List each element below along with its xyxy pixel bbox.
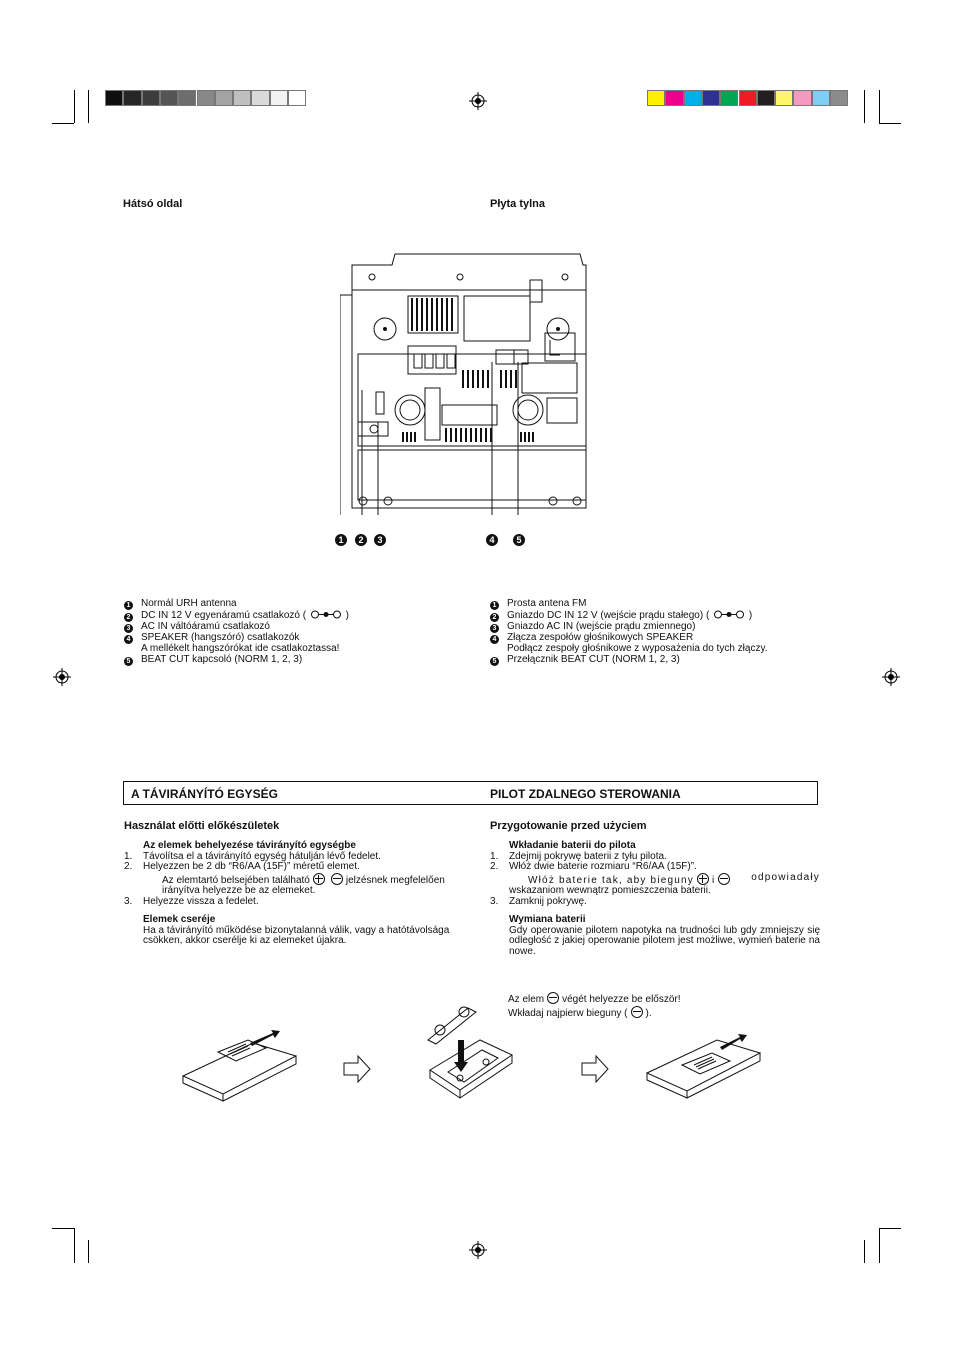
color-swatch: [665, 90, 684, 106]
minus-pole-icon: [630, 1005, 643, 1018]
remote-banner-hu: A TÁVIRÁNYÍTÓ EGYSÉG: [131, 787, 278, 801]
list-item: wskazaniom wewnątrz pomieszczenia bateri…: [509, 885, 711, 896]
color-swatch: [123, 90, 142, 106]
color-swatch: [775, 90, 794, 106]
list-item: 2.Włóż dwie baterie rozmiaru “R6/AA (15F…: [490, 861, 697, 872]
callout-5: 5: [513, 530, 525, 548]
rear-title-hu: Hátsó oldal: [123, 198, 183, 210]
list-item: A mellékelt hangszórókat ide csatlakozta…: [141, 643, 340, 654]
minus-pole-icon: [330, 872, 343, 885]
list-item: Podłącz zespoły głośnikowe z wyposażenia…: [507, 643, 768, 654]
callout-1: 1: [335, 530, 347, 548]
remote-cover-replace-illustration: [645, 1034, 762, 1099]
callout-2: 2: [355, 530, 367, 548]
remote-text-pl: Wkładanie baterii do pilota 1.Zdejmij po…: [490, 840, 820, 957]
remote-cover-remove-illustration: [181, 1030, 298, 1102]
list-item: 1.Távolítsa el a távirányító egység hátu…: [124, 850, 381, 862]
list-item: 3.Zamknij pokrywę.: [490, 895, 587, 907]
dc-polarity-icon: [310, 610, 341, 619]
color-swatch: [756, 90, 776, 106]
remote-heading-hu: Használat előtti előkészületek: [124, 820, 280, 832]
list-item: irányítva helyezze be az elemeket.: [162, 885, 316, 896]
paragraph: Ha a távirányító működése bizonytalanná …: [143, 924, 450, 946]
list-item: 2.Helyezzen be 2 db “R6/AA (15F)” méretű…: [124, 861, 360, 872]
subheading: Elemek cseréje: [143, 914, 216, 925]
arrow-right-icon: [343, 1054, 371, 1084]
color-swatch: [159, 90, 179, 106]
color-swatch: [178, 90, 197, 106]
battery-insert-illustration: [427, 1006, 514, 1099]
dc-polarity-icon: [714, 610, 745, 619]
registration-target-icon: [469, 1241, 487, 1259]
arrow-right-icon: [581, 1054, 609, 1084]
color-swatch: [288, 90, 307, 106]
remote-text-hu: Az elemek behelyezése távirányító egység…: [124, 840, 464, 947]
color-swatch: [269, 90, 288, 106]
color-swatch: [105, 90, 124, 106]
minus-pole-icon: [547, 992, 560, 1004]
color-swatch: [214, 90, 234, 106]
registration-target-icon: [53, 668, 71, 686]
color-swatch: [793, 90, 812, 106]
color-swatch: [701, 90, 721, 106]
subheading: Wkładanie baterii do pilota: [509, 840, 636, 851]
remote-heading-pl: Przygotowanie przed użyciem: [490, 820, 647, 832]
color-swatch: [811, 90, 830, 106]
color-swatch: [647, 90, 666, 106]
color-swatch: [720, 90, 739, 106]
color-swatch: [251, 90, 270, 106]
registration-target-icon: [469, 92, 487, 110]
callout-4: 4: [486, 530, 498, 548]
registration-target-icon: [882, 668, 900, 686]
plus-pole-icon: [312, 872, 325, 885]
rear-title-pl: Płyta tylna: [490, 198, 546, 210]
color-swatch: [738, 90, 757, 106]
color-swatch: [233, 90, 252, 106]
color-swatch: [141, 90, 160, 106]
subheading: Wymiana baterii: [509, 914, 586, 925]
subheading: Az elemek behelyezése távirányító egység…: [143, 840, 356, 851]
callout-3: 3: [374, 530, 386, 548]
paragraph: Gdy operowanie pilotem napotyka na trudn…: [509, 924, 820, 957]
minus-pole-icon: [718, 872, 731, 885]
color-swatch: [196, 90, 215, 106]
list-item: 1.Zdejmij pokrywę baterii z tyłu pilota.: [490, 850, 667, 862]
remote-banner-pl: PILOT ZDALNEGO STEROWANIA: [490, 787, 681, 801]
remote-section-banner: [123, 781, 818, 805]
color-swatch: [830, 90, 849, 106]
rear-panel-diagram: [340, 253, 587, 515]
color-swatch: [683, 90, 702, 106]
list-item: 3.Helyezze vissza a fedelet.: [124, 895, 259, 907]
plus-pole-icon: [696, 872, 709, 885]
